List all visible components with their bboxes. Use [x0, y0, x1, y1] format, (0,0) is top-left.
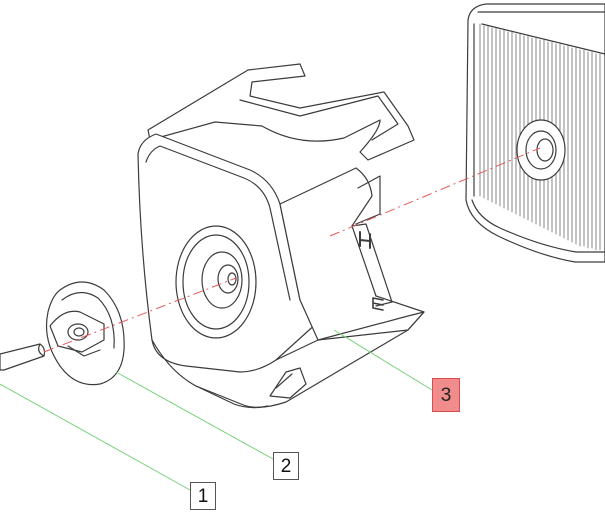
leader-line-1	[0, 383, 191, 491]
callout-3-label: 3	[440, 384, 452, 406]
retaining-cap	[45, 281, 125, 386]
callout-2[interactable]: 2	[273, 452, 299, 480]
callout-1[interactable]: 1	[190, 482, 216, 510]
leader-lines	[0, 329, 433, 491]
axle-pin	[0, 343, 46, 371]
filter-cover	[137, 63, 425, 409]
callout-1-label: 1	[197, 485, 209, 507]
leader-line-3	[333, 329, 433, 391]
filter-element	[465, 3, 605, 263]
callout-3[interactable]: 3	[432, 378, 460, 412]
leader-line-2	[115, 371, 274, 460]
assembly-axis	[43, 147, 541, 353]
callout-2-label: 2	[280, 455, 292, 477]
